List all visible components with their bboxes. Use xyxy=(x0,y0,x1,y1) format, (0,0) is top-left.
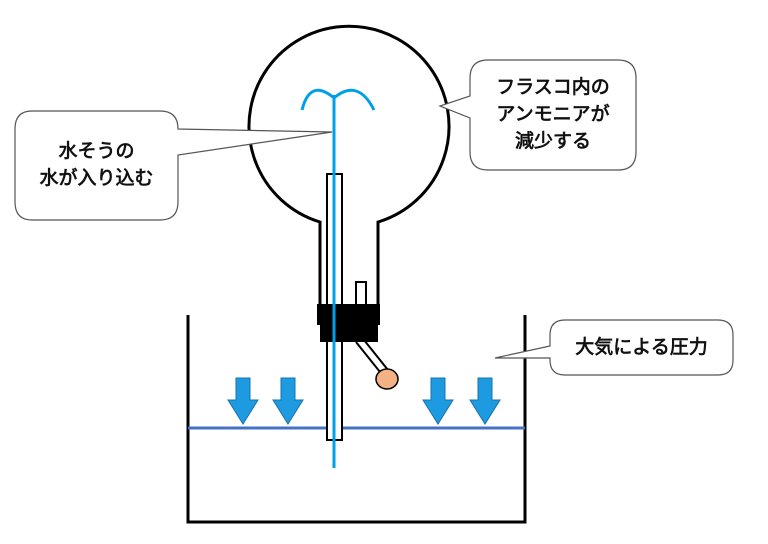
dropper-tube xyxy=(355,339,389,373)
dropper-bulb xyxy=(375,368,399,390)
pressure-arrow-icon xyxy=(469,377,501,425)
pressure-arrow-icon xyxy=(272,377,304,425)
callout-line: 大気による圧力 xyxy=(575,336,708,358)
flask xyxy=(247,24,451,305)
callout-line: 減少する xyxy=(514,130,591,152)
callout-line: フラスコ内の xyxy=(496,76,610,98)
callout-ammonia-text: フラスコ内の アンモニアが 減少する xyxy=(470,74,636,155)
pressure-arrow-icon xyxy=(422,377,454,425)
callout-line: アンモニアが xyxy=(496,103,610,125)
water-tank xyxy=(186,315,527,524)
fountain-spray xyxy=(300,88,376,111)
callout-ammonia xyxy=(438,59,637,171)
callout-line: 水そうの xyxy=(58,140,135,162)
callout-water-enters-text: 水そうの 水が入り込む xyxy=(15,138,178,192)
pressure-arrow-icon xyxy=(227,377,259,425)
rubber-stopper xyxy=(317,304,380,342)
callout-water-enters xyxy=(14,110,333,221)
dropper-top xyxy=(355,281,367,307)
callout-line: 水が入り込む xyxy=(39,167,154,189)
callout-pressure xyxy=(494,319,734,376)
callout-pressure-text: 大気による圧力 xyxy=(550,334,733,361)
